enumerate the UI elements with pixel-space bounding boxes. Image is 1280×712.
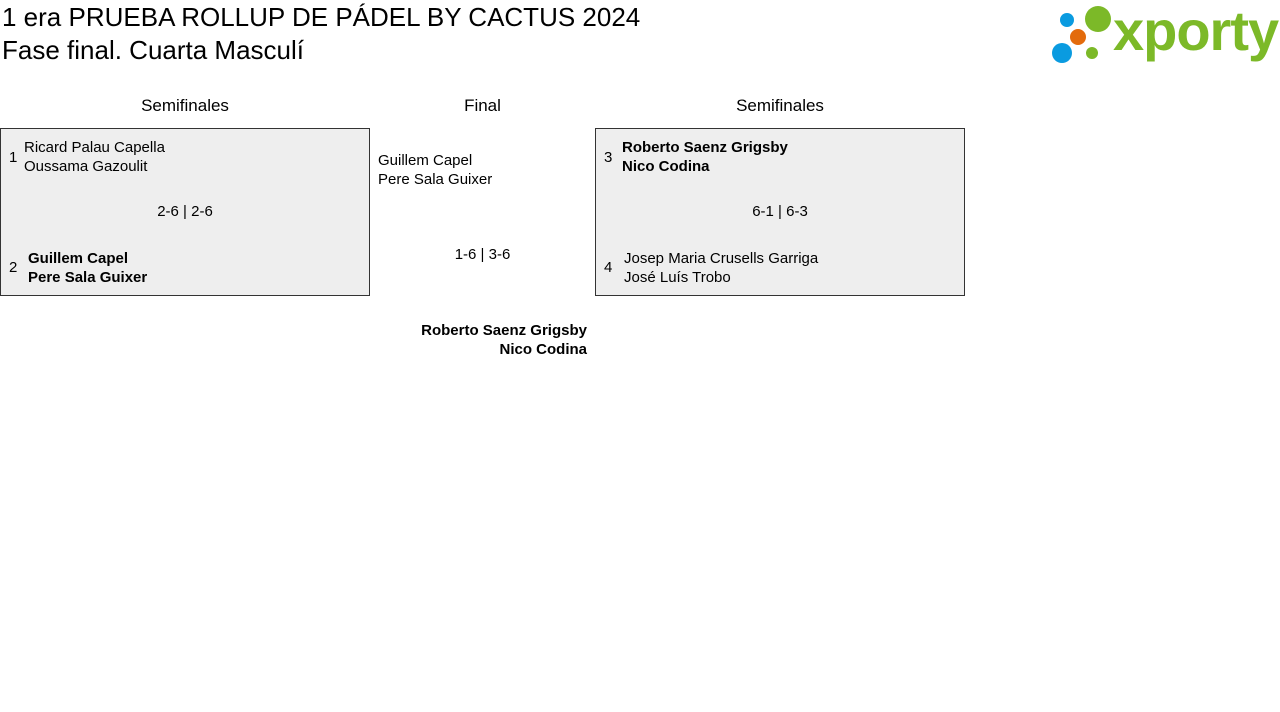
phase-title: Fase final. Cuarta Masculí: [2, 35, 305, 65]
seed: 1: [9, 149, 18, 166]
team-2-player-2: José Luís Trobo: [624, 269, 731, 286]
champion-player-2: Nico Codina: [499, 341, 587, 358]
match-score: 2-6 | 2-6: [157, 203, 213, 220]
semifinal-match-1[interactable]: 1 Ricard Palau Capella Oussama Gazoulit …: [0, 128, 370, 296]
final-team-1-player-2: Pere Sala Guixer: [378, 171, 493, 188]
final-score: 1-6 | 3-6: [454, 246, 511, 263]
column-header-final: Final: [464, 96, 501, 115]
final-team-1-player-1: Guillem Capel: [378, 152, 473, 169]
seed: 2: [9, 259, 18, 276]
team-1-player-1: Roberto Saenz Grigsby: [622, 139, 788, 156]
logo-dots-icon: [1052, 6, 1111, 63]
match-score: 6-1 | 6-3: [752, 203, 808, 220]
column-header-semifinals-left: Semifinales: [141, 96, 229, 115]
tournament-title: 1 era PRUEBA ROLLUP DE PÁDEL BY CACTUS 2…: [2, 2, 641, 32]
seed: 3: [604, 149, 613, 166]
semifinal-match-2[interactable]: 3 Roberto Saenz Grigsby Nico Codina 6-1 …: [595, 128, 965, 296]
team-2-player-1: Josep Maria Crusells Garriga: [624, 250, 819, 267]
logo-text: xporty: [1113, 0, 1279, 62]
team-1-player-2: Oussama Gazoulit: [24, 158, 148, 175]
team-1-player-1: Ricard Palau Capella: [24, 139, 165, 156]
team-1-player-2: Nico Codina: [622, 158, 710, 175]
seed: 4: [604, 259, 613, 276]
team-2-player-1: Guillem Capel: [28, 250, 129, 267]
column-header-semifinals-right: Semifinales: [736, 96, 824, 115]
xporty-logo[interactable]: xporty: [1050, 0, 1280, 68]
champion-player-1: Roberto Saenz Grigsby: [421, 322, 587, 339]
team-2-player-2: Pere Sala Guixer: [28, 269, 148, 286]
